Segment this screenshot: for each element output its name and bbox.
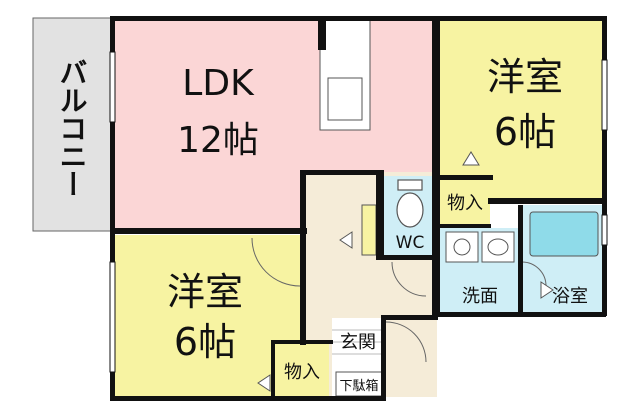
east-room-size: 6帖 [494,110,556,154]
closet-south-label: 物入 [284,362,320,383]
walls [110,16,607,401]
ldk-name: LDK [182,63,255,104]
door-swings [251,237,547,363]
balcony-label: バルコニー [56,58,89,198]
closet-north [440,178,490,224]
balcony-area [32,17,112,232]
west-room-size: 6帖 [174,320,236,364]
toilet-tank [397,179,423,191]
toilet-bowl [396,192,424,228]
refrigerator-space [318,20,326,50]
east-room-name: 洋室 [487,55,563,99]
shoe-cabinet-label: 下駄箱 [339,378,378,394]
closet-north-label: 物入 [447,193,483,214]
entrance-tiles [332,329,384,355]
bathroom-label: 浴室 [552,286,588,307]
hall-storage [361,204,377,256]
west-room-name: 洋室 [167,270,243,314]
kitchen-sink [327,77,363,121]
door-arrows [257,151,554,392]
shoe-cabinet [335,371,383,397]
windows [109,51,608,373]
closet-south [275,343,329,398]
east-room [440,20,605,200]
washroom-label: 洗面 [462,286,498,307]
wash-basin-bowl [487,238,509,256]
entrance-label: 玄関 [340,332,376,353]
ldk-size: 12帖 [177,120,259,161]
bathtub [529,211,599,257]
wc-label: WC [396,233,425,253]
washing-machine-drum [453,238,471,256]
